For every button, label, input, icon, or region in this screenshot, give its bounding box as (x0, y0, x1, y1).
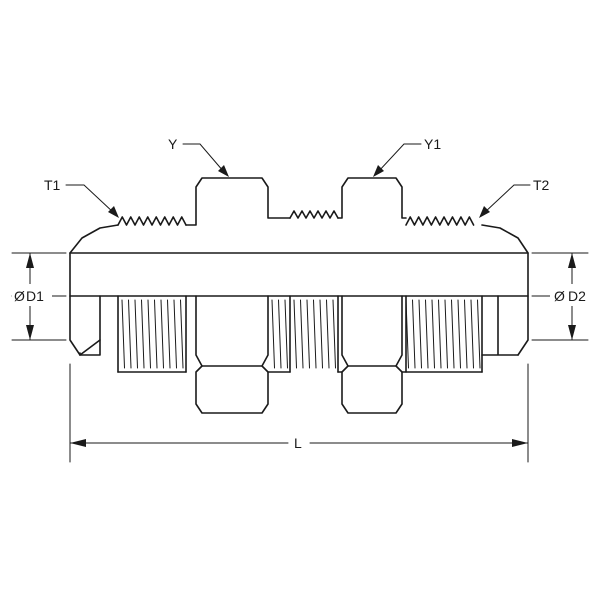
d1-arrow-top (26, 253, 34, 268)
thread-hatch-line (326, 299, 330, 369)
lower-hex-y1 (341, 295, 403, 414)
y1-leader-line (377, 143, 422, 173)
thread-hatch-line (464, 299, 468, 369)
thread-hatch-line (278, 299, 282, 369)
t1-leader-line (65, 184, 115, 214)
t2-leader-line (483, 184, 531, 214)
thread-hatch-line (418, 299, 422, 369)
thread-hatch-line (121, 299, 125, 369)
thread-hatch-line (425, 299, 429, 369)
d2-label-bg (550, 284, 596, 306)
right-seat (481, 295, 519, 356)
thread-t2-profile (405, 216, 475, 226)
d2-arrow-bottom (568, 325, 576, 340)
thread-hatch-line (271, 299, 275, 369)
t1-leader-arrow (108, 206, 119, 218)
thread-hatch-line (134, 299, 138, 369)
leader-y1: Y1 (373, 136, 441, 177)
t2-leader-arrow (479, 206, 490, 218)
y1-leader-arrow (373, 165, 384, 177)
thread-hatch-line (160, 299, 164, 369)
left-chamfer (79, 339, 101, 356)
d1-label: D1 (26, 288, 44, 304)
thread-hatch-line (128, 299, 132, 369)
thread-hatch-line (332, 299, 336, 369)
dimension-d2: Ø D2 (531, 252, 596, 341)
thread-hatch-line (470, 299, 474, 369)
thread-hatch-line (313, 299, 317, 369)
t1-label: T1 (44, 177, 61, 193)
thread-hatch-line (154, 299, 158, 369)
leader-y: Y (168, 136, 229, 177)
y-label: Y (168, 136, 178, 152)
d2-arrow-top (568, 253, 576, 268)
d1-arrow-bottom (26, 325, 34, 340)
thread-hatch-line (457, 299, 461, 369)
y-leader-line (182, 143, 225, 173)
thread-hatch-line (412, 299, 416, 369)
upper-left-profile (69, 224, 119, 254)
dimension-d1: Ø D1 (11, 252, 67, 341)
thread-t1-profile (117, 216, 187, 226)
leader-t2: T2 (479, 177, 550, 218)
hex-y1-profile (337, 177, 407, 219)
thread-hatch-line (444, 299, 448, 369)
thread-hatch-line (293, 299, 297, 369)
l-arrow-left (70, 439, 86, 447)
upper-right-profile (481, 224, 529, 356)
thread-hatch-line (180, 299, 184, 369)
d1-label-bg (12, 284, 52, 306)
d2-diameter-symbol: Ø (554, 288, 565, 304)
leader-t1: T1 (44, 177, 119, 218)
thread-hatch-line (284, 299, 288, 369)
d2-label: D2 (568, 288, 586, 304)
thread-hatch-line (477, 299, 481, 369)
thread-hatch-line (451, 299, 455, 369)
thread-hatch-line (141, 299, 145, 369)
thread-hatch-line (173, 299, 177, 369)
dimension-l: L (69, 363, 529, 463)
l-label: L (294, 435, 302, 451)
thread-hatch-line (438, 299, 442, 369)
l-arrow-right (512, 439, 528, 447)
y-leader-arrow (218, 165, 229, 177)
d1-diameter-symbol: Ø (14, 288, 25, 304)
left-flare-outline (69, 252, 81, 356)
thread-hatch-line (300, 299, 304, 369)
thread-hatch-line (147, 299, 151, 369)
thread-hatch-line (405, 299, 409, 369)
thread-hatch-line (306, 299, 310, 369)
thread-hatching (121, 299, 481, 369)
lower-hex-y (195, 295, 269, 414)
thread-hatch-line (167, 299, 171, 369)
left-seat (79, 295, 101, 356)
y1-label: Y1 (424, 136, 441, 152)
t2-label: T2 (533, 177, 550, 193)
thread-hatch-line (319, 299, 323, 369)
thread-mid-profile (289, 210, 339, 219)
hex-y-profile (185, 177, 291, 226)
thread-hatch-line (431, 299, 435, 369)
fitting-body (69, 177, 529, 414)
